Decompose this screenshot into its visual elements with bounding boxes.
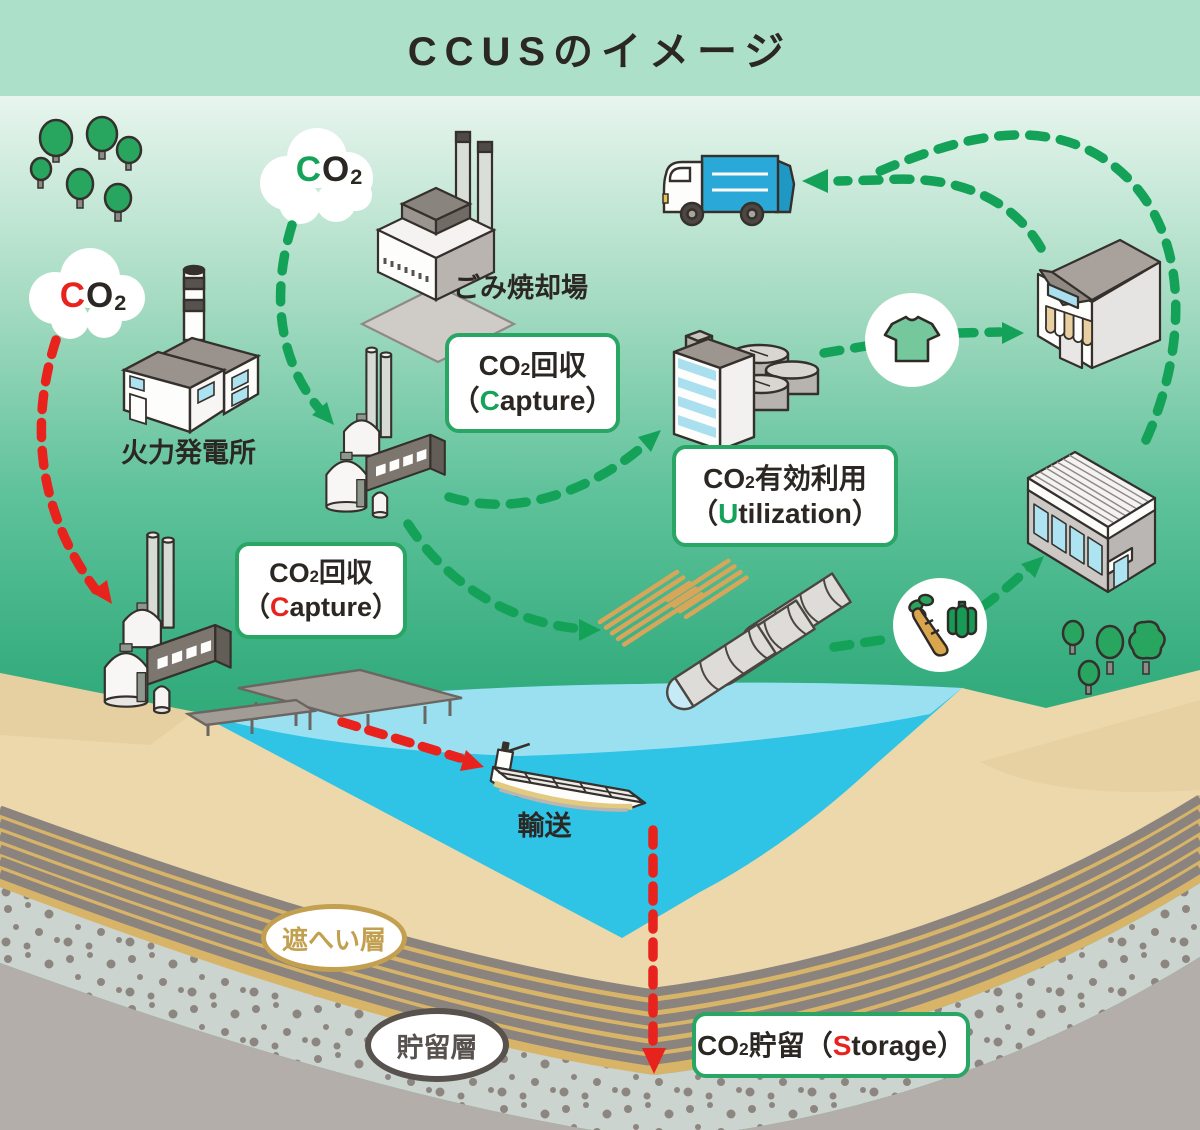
ship-icon	[489, 741, 647, 812]
arrow-shop-to-truck	[833, 174, 1046, 253]
arrow-supermarket-arc	[873, 130, 1181, 445]
pier-icons	[184, 668, 463, 736]
crop-rows	[597, 569, 704, 647]
co2-cloud-powerplant	[29, 248, 145, 339]
greenhouse-icons	[665, 572, 852, 711]
arrow-cloud-to-capture1	[275, 220, 327, 417]
reservoir-layer-label: 貯留層	[365, 1008, 509, 1082]
vegetables-icon	[893, 578, 987, 672]
arrow-capture1-to-utilization	[444, 435, 655, 509]
title-band	[0, 0, 1200, 96]
co2-label-powerplant: CO2	[36, 276, 151, 316]
arrow-shirt-to-shop	[953, 327, 1005, 338]
co2-sub: 2	[350, 164, 364, 190]
utilization-factory-icon	[672, 329, 820, 452]
power-plant-label: 火力発電所	[121, 438, 256, 468]
caprock-stripes	[0, 795, 1200, 1066]
ship-label: 輸送	[517, 811, 572, 841]
forest-icon-right	[1061, 619, 1166, 695]
tshirt-product-icon	[865, 293, 959, 387]
green-arrowheads	[312, 169, 1044, 641]
arrow-farm-to-veg	[829, 634, 893, 652]
terrain	[0, 670, 1200, 1130]
co2-c: C	[59, 276, 86, 315]
shop-icon	[1036, 238, 1162, 370]
page-title: CCUSのイメージ	[407, 30, 793, 74]
co2-label-incinerator: CO2	[272, 150, 387, 190]
garbage-truck-icon	[662, 154, 796, 227]
power-plant-icon	[120, 264, 262, 435]
supermarket-icon	[1026, 450, 1157, 594]
basement-rock	[0, 957, 1200, 1130]
green-arrows	[275, 130, 1181, 652]
arrow-veg-to-supermarket	[977, 562, 1035, 612]
forest-icon	[29, 115, 143, 222]
seal-layer-label: 遮へい層	[261, 904, 407, 972]
co2-cloud-incinerator	[260, 128, 373, 224]
arrow-pier-to-ship	[337, 717, 465, 763]
co2-o: O	[85, 276, 115, 315]
arrow-cloud-to-capture2	[36, 335, 101, 595]
crop-rows-2	[665, 558, 749, 620]
red-arrowheads	[91, 580, 666, 1074]
co2-sub: 2	[114, 290, 128, 316]
incinerator-label: ごみ焼却場	[453, 273, 588, 303]
arrow-capture1-to-farm	[403, 519, 590, 634]
co2-c: C	[295, 150, 322, 189]
red-arrows	[36, 335, 658, 1053]
arrow-utilization-to-shirt	[819, 341, 871, 358]
co2-o: O	[321, 150, 351, 189]
farm-icon	[597, 558, 852, 711]
